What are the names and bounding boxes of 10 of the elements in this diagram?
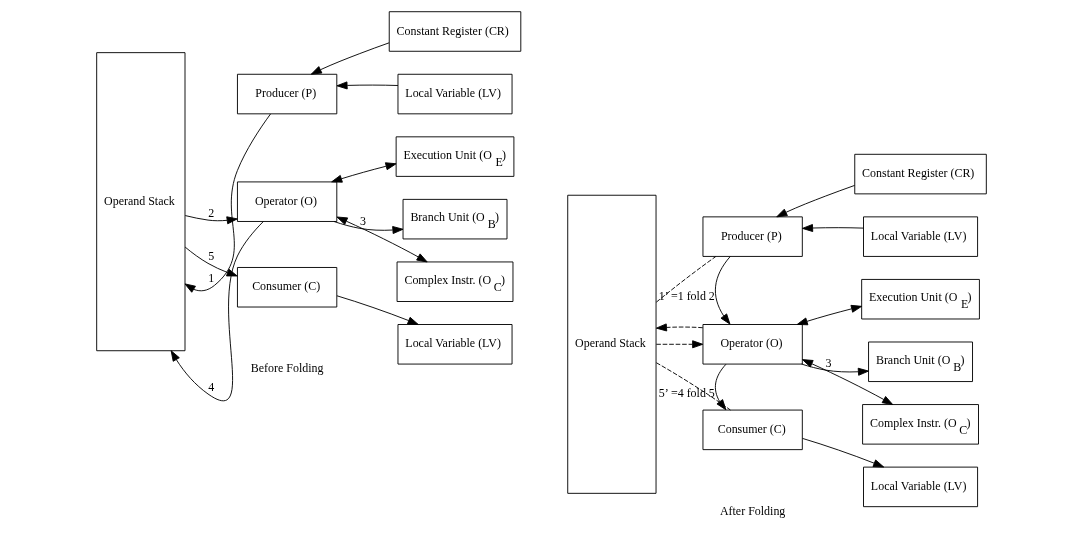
edge-label: 1 <box>208 271 215 286</box>
edge-label: 4 <box>208 379 215 394</box>
edge-label: 5’ =4 fold 5 <box>658 385 715 400</box>
edge-label: 1’ =1 fold 2 <box>658 288 715 303</box>
label: After Folding <box>719 503 786 518</box>
edge-label: 3 <box>825 355 832 370</box>
edge-label: 3 <box>360 214 367 229</box>
label: Before Folding <box>250 361 324 376</box>
edge-label: 2 <box>208 205 215 220</box>
edge-label: 5 <box>208 249 215 264</box>
